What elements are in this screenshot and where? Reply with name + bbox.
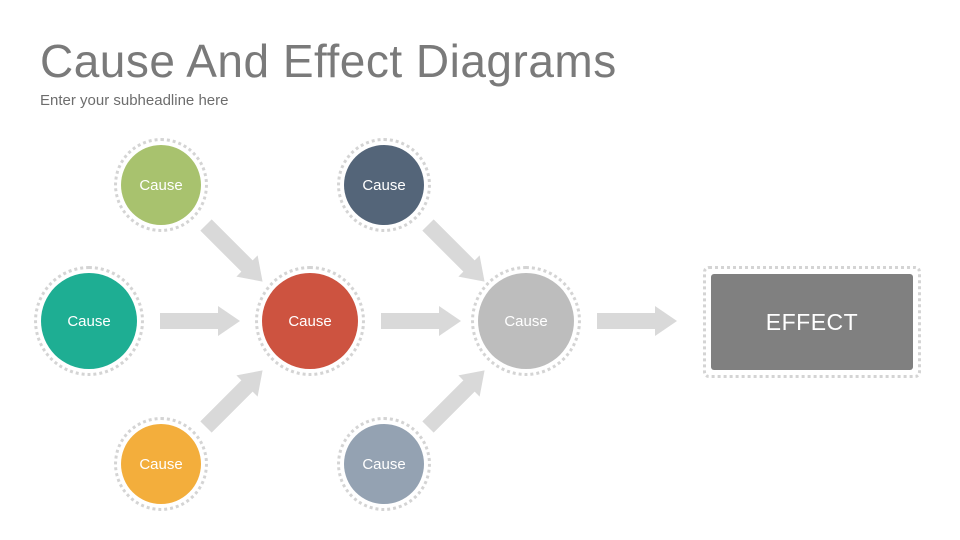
arrow-bottom-left-to-center: [195, 359, 274, 438]
cause-node-bottom-left: Cause: [114, 417, 208, 511]
slide-subtitle: Enter your subheadline here: [40, 92, 229, 109]
cause-node-center: Cause: [255, 266, 365, 376]
arrow-top-right-to-hub: [417, 214, 496, 293]
cause-circle: Cause: [344, 424, 424, 504]
cause-node-bottom-right: Cause: [337, 417, 431, 511]
cause-circle: Cause: [41, 273, 137, 369]
arrow-center-to-hub: [381, 306, 461, 336]
arrow-hub-to-effect: [597, 306, 677, 336]
cause-circle: Cause: [344, 145, 424, 225]
cause-node-hub: Cause: [471, 266, 581, 376]
effect-label: EFFECT: [711, 274, 913, 370]
cause-circle: Cause: [121, 424, 201, 504]
effect-box: EFFECT: [703, 266, 921, 378]
slide-title: Cause And Effect Diagrams: [40, 35, 617, 87]
cause-circle: Cause: [262, 273, 358, 369]
cause-circle: Cause: [121, 145, 201, 225]
cause-node-top-right: Cause: [337, 138, 431, 232]
cause-node-top-left: Cause: [114, 138, 208, 232]
arrow-middle-left-to-center: [160, 306, 240, 336]
arrow-top-left-to-center: [195, 214, 274, 293]
cause-node-middle-left: Cause: [34, 266, 144, 376]
arrow-bottom-right-to-hub: [417, 359, 496, 438]
cause-circle: Cause: [478, 273, 574, 369]
